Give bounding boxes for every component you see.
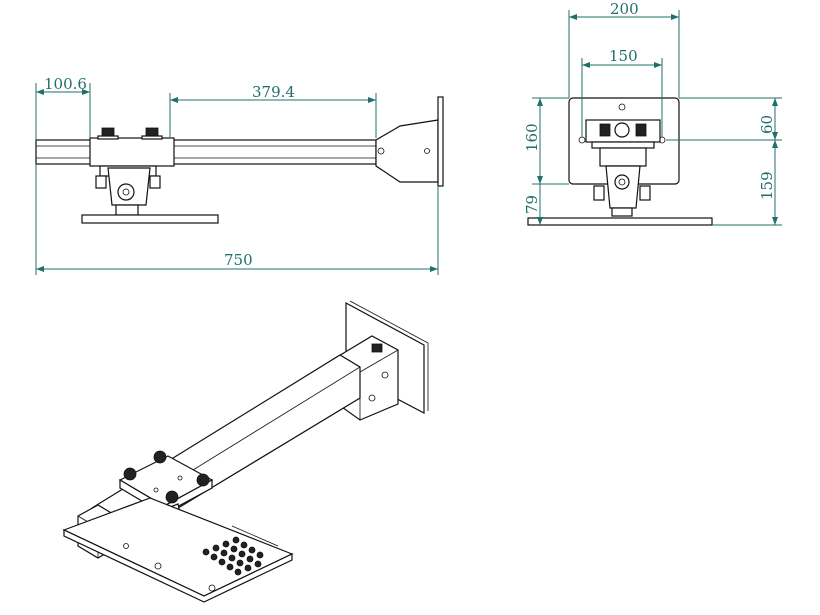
dim-total-label: 750 [224,251,253,269]
knob-icon [635,123,647,137]
knob-icon [196,473,210,487]
knob-icon [153,450,167,464]
dim-bottom-gap-label: 79 [523,195,541,214]
dim-offset-label: 100.6 [44,75,87,93]
side-view: 100.6 379.4 750 [35,75,444,275]
isometric-view [62,300,429,603]
front-view: 200 150 160 79 60 159 [523,0,782,226]
side-projector-plate [81,214,219,224]
knob-icon [165,490,179,504]
side-arm [35,139,377,165]
dim-upper-offset-label: 60 [758,115,776,134]
dim-plate-height-label: 160 [523,123,541,152]
knob-icon [371,343,383,353]
knob-icon [123,467,137,481]
vent-hole-grid [202,536,264,576]
front-projector-plate [527,217,713,226]
dim-lower-height-label: 159 [758,171,776,200]
dim-reach-label: 379.4 [252,83,295,101]
knob-icon [599,123,611,137]
dim-hole-spacing-label: 150 [609,47,638,65]
side-wall-bracket [375,119,439,183]
side-wall-plate [437,96,444,187]
side-slider-block [89,137,175,167]
dim-plate-width-label: 200 [610,0,639,18]
